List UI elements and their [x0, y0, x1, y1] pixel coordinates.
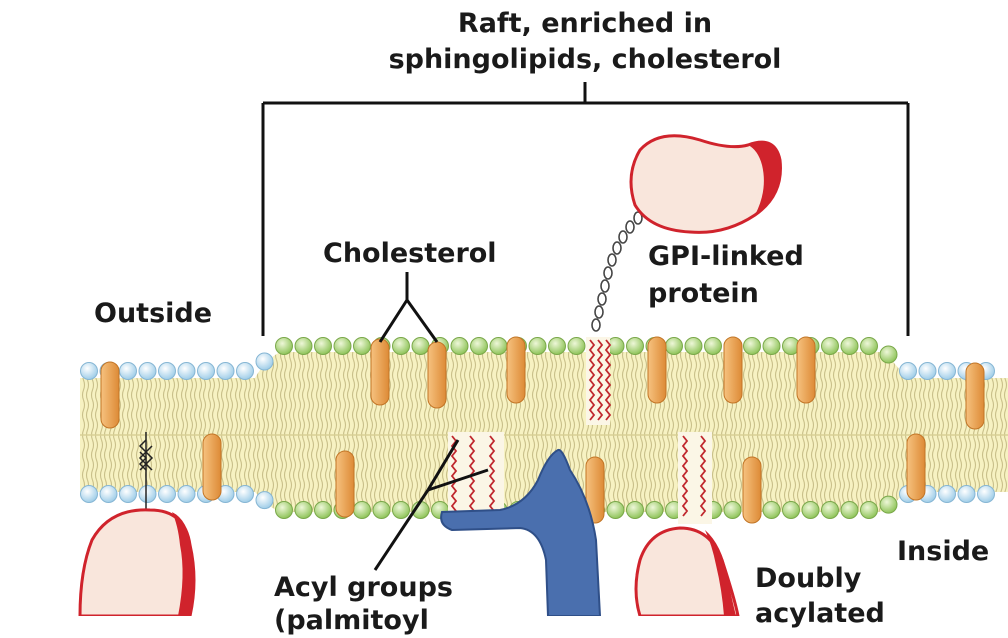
- inner-headgroup: [840, 501, 859, 519]
- outer-headgroup: [762, 337, 781, 355]
- cholesterol-molecule-icon: [506, 336, 526, 404]
- cholesterol-label: Cholesterol: [323, 238, 497, 269]
- outer-headgroup: [548, 337, 566, 355]
- cholesterol-molecule-icon: [796, 336, 816, 404]
- inner-headgroup: [645, 501, 664, 519]
- inner-headgroup: [821, 501, 839, 519]
- inner-headgroup: [801, 501, 820, 519]
- inner-headgroup: [80, 485, 98, 503]
- outer-headgroup: [353, 337, 371, 355]
- outer-headgroup: [567, 337, 586, 355]
- inner-headgroup: [119, 485, 137, 503]
- inner-headgroup: [236, 485, 254, 503]
- cholesterol-molecule-icon: [965, 362, 985, 430]
- cholesterol-molecule-icon: [742, 456, 762, 524]
- outer-headgroup: [860, 337, 878, 355]
- inner-headgroup: [372, 501, 391, 519]
- gpi-sugar-chain: [591, 211, 643, 332]
- raft-title-line1: Raft, enriched in: [457, 8, 713, 39]
- cholesterol-molecule-icon: [335, 450, 355, 518]
- inside-label: Inside: [897, 536, 990, 567]
- inner-headgroup: [762, 501, 781, 519]
- cholesterol-molecules: [100, 336, 985, 524]
- outer-headgroup: [899, 362, 917, 380]
- outer-headgroup: [255, 352, 274, 371]
- left-acyl-anchor: [138, 432, 154, 510]
- outer-headgroup: [80, 362, 98, 380]
- outer-headgroup: [704, 337, 722, 355]
- outer-headgroup: [197, 362, 215, 380]
- outer-headgroup: [840, 337, 859, 355]
- inner-headgroup: [860, 501, 878, 519]
- outer-headgroup: [879, 345, 898, 364]
- cholesterol-molecule-icon: [647, 336, 667, 404]
- cholesterol-molecule-icon: [202, 433, 222, 501]
- inner-headgroup: [314, 501, 332, 519]
- cholesterol-molecule-icon: [100, 361, 120, 429]
- outer-headgroup: [138, 362, 157, 380]
- cholesterol-pointer: [378, 272, 439, 343]
- cholesterol-molecule-icon: [370, 338, 390, 406]
- inner-headgroup: [138, 485, 157, 503]
- outer-headgroup: [275, 337, 293, 355]
- cholesterol-molecule-icon: [585, 456, 605, 524]
- gpi-label-line2: protein: [648, 278, 759, 309]
- lipid-raft-diagram: [78, 82, 1008, 616]
- outer-headgroup: [918, 362, 937, 380]
- inner-headgroup: [177, 485, 196, 503]
- inner-headgroup: [392, 501, 410, 519]
- inner-headgroup: [158, 485, 176, 503]
- inner-headgroup: [255, 491, 274, 510]
- raft-bracket: [261, 82, 910, 336]
- outer-headgroup: [236, 362, 254, 380]
- palmitoyl-acyl-chains: [448, 432, 712, 524]
- gpi-label-line1: GPI-linked: [648, 241, 804, 272]
- outer-leaflet-tails: [80, 352, 1008, 435]
- outer-headgroup: [119, 362, 137, 380]
- outer-headgroup: [333, 337, 352, 355]
- outer-headgroup: [158, 362, 176, 380]
- transmembrane-protein-icon: [440, 448, 602, 616]
- inner-headgroup: [606, 501, 625, 519]
- inner-headgroup: [723, 501, 742, 519]
- inner-headgroup: [99, 485, 118, 503]
- inner-headgroup: [294, 501, 313, 519]
- acyl-pointer: [373, 439, 489, 571]
- gpi-anchor-acyl-chains: [586, 337, 612, 425]
- outer-headgroup: [665, 337, 683, 355]
- inner-headgroup: [879, 495, 898, 514]
- outer-headgroup: [392, 337, 410, 355]
- inner-headgroup: [977, 485, 995, 503]
- inner-headgroup: [957, 485, 976, 503]
- raft-title-line2: sphingolipids, cholesterol: [388, 44, 782, 75]
- outer-headgroup: [528, 337, 547, 355]
- inner-headgroup: [938, 485, 956, 503]
- cholesterol-molecule-icon: [906, 433, 926, 501]
- outer-headgroup: [216, 362, 235, 380]
- inner-headgroup: [626, 501, 644, 519]
- acyl-label-line2: (palmitoyl: [274, 605, 429, 636]
- outer-headgroup: [470, 337, 488, 355]
- inner-headgroup: [275, 501, 293, 519]
- outer-headgroup: [314, 337, 332, 355]
- doubly-label-line1: Doubly: [755, 563, 862, 594]
- cholesterol-molecule-icon: [723, 336, 743, 404]
- outer-headgroup: [411, 337, 430, 355]
- inner-headgroup: [782, 501, 800, 519]
- inner-headgroup: [353, 501, 371, 519]
- outer-headgroup: [489, 337, 508, 355]
- outer-headgroup: [626, 337, 644, 355]
- outer-headgroup: [450, 337, 469, 355]
- acyl-label-line1: Acyl groups: [274, 572, 453, 603]
- doubly-label-line2: acylated: [755, 598, 885, 629]
- outer-headgroup: [743, 337, 761, 355]
- outer-headgroup: [177, 362, 196, 380]
- outer-headgroup: [938, 362, 956, 380]
- outer-headgroup: [821, 337, 839, 355]
- outer-headgroup: [294, 337, 313, 355]
- outer-headgroup: [684, 337, 703, 355]
- cholesterol-molecule-icon: [427, 341, 447, 409]
- outside-label: Outside: [94, 298, 213, 329]
